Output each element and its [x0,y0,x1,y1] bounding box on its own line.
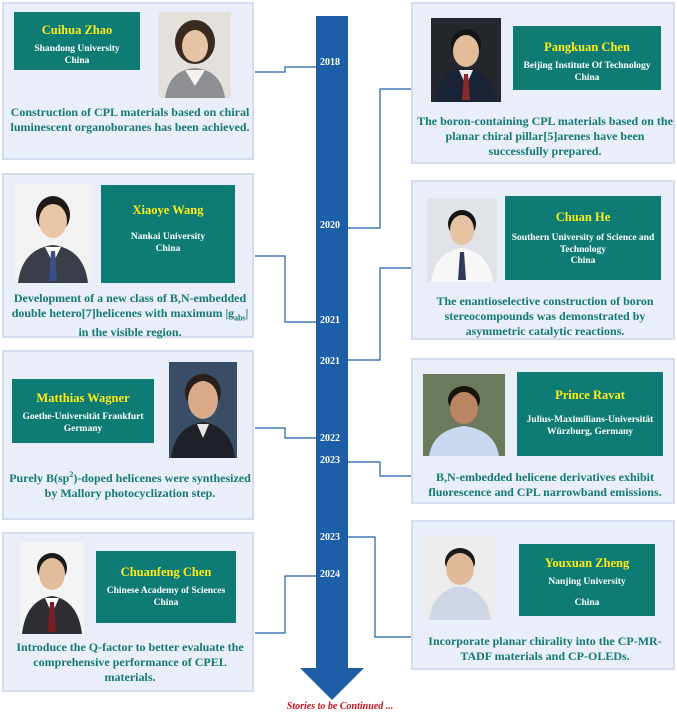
year-label-2021-a: 2021 [320,315,340,326]
portrait-photo [425,536,495,620]
person-name: Cuihua Zhao [41,23,113,37]
name-box: Chuanfeng Chen Chinese Academy of Scienc… [96,551,236,623]
affiliation-line-1: Chinese Academy of Sciences [106,586,226,596]
description: Purely B(sp2)-doped helicenes were synth… [8,467,252,501]
portrait-photo [159,12,231,98]
card-pangkuan-chen: Pangkuan Chen Beijing Institute Of Techn… [411,2,675,164]
affiliation-line-2: Germany [63,423,103,434]
affiliation-line-2: China [155,243,181,254]
affiliation-line-1: Nankai University [130,232,206,242]
year-label-2023-a: 2023 [320,455,340,466]
person-name: Chuan He [555,210,611,224]
name-box: Xiaoye Wang Nankai University China [101,185,235,283]
card-chuanfeng-chen: Chuanfeng Chen Chinese Academy of Scienc… [2,532,254,692]
description: The boron-containing CPL materials based… [417,114,673,158]
description: Development of a new class of B,N-embedd… [6,291,254,340]
year-label-2021-b: 2021 [320,356,340,367]
year-label-2018: 2018 [320,57,340,68]
person-name: Xiaoye Wang [132,203,204,217]
card-chuan-he: Chuan He Southern University of Science … [411,180,675,340]
affiliation-line-1: Nanjing University [548,577,626,587]
description-superscript: 2 [69,470,74,479]
affiliation-line-1: Goethe-Universität Frankfurt [22,412,144,422]
name-box: Pangkuan Chen Beijing Institute Of Techn… [513,26,661,90]
name-box: Cuihua Zhao Shandong University China [14,12,140,70]
description: Construction of CPL materials based on c… [10,105,250,134]
card-xiaoye-wang: Xiaoye Wang Nankai University China Deve… [2,173,254,340]
name-box: Matthias Wagner Goethe-Universität Frank… [12,379,154,443]
timeline-arrow [300,16,364,700]
affiliation-line-1: Julius-Maximilians-Universität Würzburg,… [526,415,654,437]
name-box: Prince Ravat Julius-Maximilians-Universi… [517,372,663,456]
affiliation-line-2: China [570,256,596,266]
description-subscript: abs [234,313,246,323]
portrait-photo [423,374,505,456]
portrait-photo [169,362,237,458]
year-label-2024: 2024 [320,569,340,580]
card-cuihua-zhao: Cuihua Zhao Shandong University China Co… [2,2,254,160]
description-part-1: Purely B(sp [9,471,70,485]
name-box: Chuan He Southern University of Science … [505,196,661,280]
person-name: Matthias Wagner [36,391,130,405]
person-name: Chuanfeng Chen [120,565,212,579]
year-label-2022: 2022 [320,433,340,444]
description-part-2: | in the visible region. [78,306,249,340]
affiliation-line-1: Beijing Institute Of Technology [523,61,651,71]
affiliation-line-2: China [574,72,600,83]
person-name: Pangkuan Chen [544,40,630,54]
description: Incorporate planar chirality into the CP… [428,634,662,663]
affiliation-line-1: Southern University of Science and Techn… [511,233,655,255]
year-label-2023-b: 2023 [320,532,340,543]
name-box: Youxuan Zheng Nanjing University China [519,544,655,616]
description: The enantioselective construction of bor… [436,294,654,338]
person-name: Prince Ravat [555,388,625,402]
portrait-photo [427,198,497,282]
affiliation-line-2: China [153,597,179,608]
description: B,N-embedded helicene derivatives exhibi… [428,470,662,499]
card-prince-ravat: Prince Ravat Julius-Maximilians-Universi… [411,358,675,504]
description: Introduce the Q-factor to better evaluat… [16,640,244,684]
affiliation-line-2: China [574,597,600,608]
year-label-2020: 2020 [320,220,340,231]
description-part-1: Development of a new class of B,N-embedd… [11,291,247,320]
footer-text: Stories to be Continued ... [286,701,394,712]
description-part-2: )-doped helicenes were synthesized by Ma… [44,471,251,500]
person-name: Youxuan Zheng [544,556,630,570]
card-youxuan-zheng: Youxuan Zheng Nanjing University China I… [411,520,675,670]
portrait-photo [20,542,84,634]
portrait-photo [14,185,92,283]
portrait-photo [431,18,501,102]
affiliation-line-2: China [64,55,90,66]
affiliation-line-1: Shandong University [34,44,120,54]
card-matthias-wagner: Matthias Wagner Goethe-Universität Frank… [2,350,254,520]
